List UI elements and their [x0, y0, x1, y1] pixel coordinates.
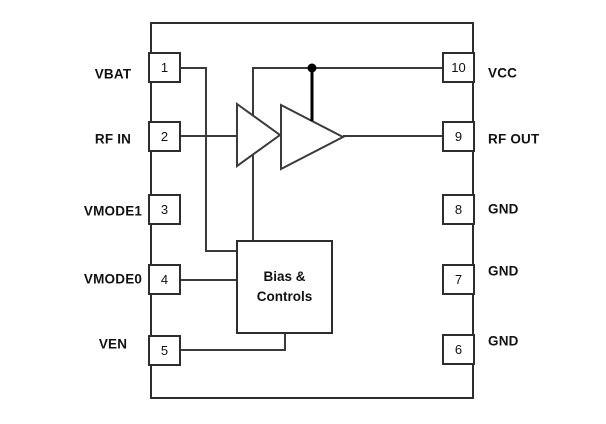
pin-label-vmode0: VMODE0	[83, 271, 143, 287]
pin-label-gnd-7: GND	[488, 263, 519, 279]
pin-label-ven: VEN	[98, 336, 128, 352]
pin-label-vbat: VBAT	[94, 66, 132, 82]
junction-dot	[307, 63, 317, 73]
pin-box-8: 8	[442, 194, 475, 225]
pin-box-2: 2	[148, 121, 181, 152]
pin-box-7: 7	[442, 264, 475, 295]
pin-box-3: 3	[148, 194, 181, 225]
pin-box-4: 4	[148, 264, 181, 295]
bias-block-line1: Bias &	[263, 269, 306, 284]
vbat-wire	[181, 67, 236, 252]
pin-label-rfin: RF IN	[94, 131, 132, 147]
pin-label-vcc: VCC	[488, 65, 518, 81]
vcc-wire	[252, 67, 442, 116]
pin-label-vmode1: VMODE1	[83, 203, 143, 219]
pin-box-6: 6	[442, 334, 475, 365]
amplifier-stage1-icon	[236, 102, 282, 168]
ven-wire	[181, 334, 286, 351]
pin-box-9: 9	[442, 121, 475, 152]
pin-label-gnd-6: GND	[488, 333, 519, 349]
pin-box-5: 5	[148, 335, 181, 366]
pin-label-rfout: RF OUT	[488, 131, 540, 147]
pin-box-10: 10	[442, 52, 475, 83]
bias-controls-block: Bias & Controls	[236, 240, 333, 334]
pin-box-1: 1	[148, 52, 181, 83]
bias-block-line2: Controls	[256, 289, 313, 304]
pin-label-gnd-8: GND	[488, 201, 519, 217]
